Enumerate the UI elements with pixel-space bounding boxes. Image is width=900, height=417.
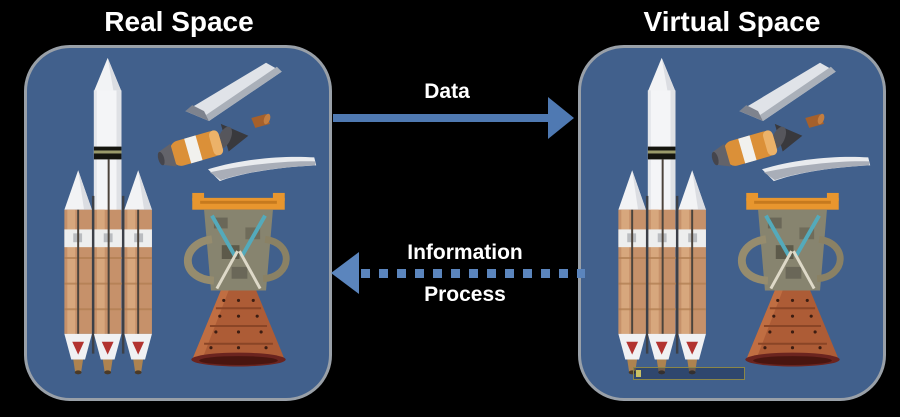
virtual-space-title: Virtual Space [643,6,821,37]
selection-handle [636,370,641,377]
data-arrow-head-icon [548,97,574,139]
real-space-title: Real Space [104,6,254,37]
data-arrow-label: Data [424,80,470,103]
information-label: Information [407,241,523,264]
process-label: Process [424,283,506,306]
information-arrow-head-icon [331,252,359,294]
real-space-rocket-scene [27,48,329,398]
selection-box [633,367,745,380]
information-arrow-dashes [361,269,585,278]
virtual-space-panel [578,45,886,401]
virtual-space-rocket-scene [581,48,883,398]
real-space-panel [24,45,332,401]
data-arrow-shaft [333,114,549,122]
